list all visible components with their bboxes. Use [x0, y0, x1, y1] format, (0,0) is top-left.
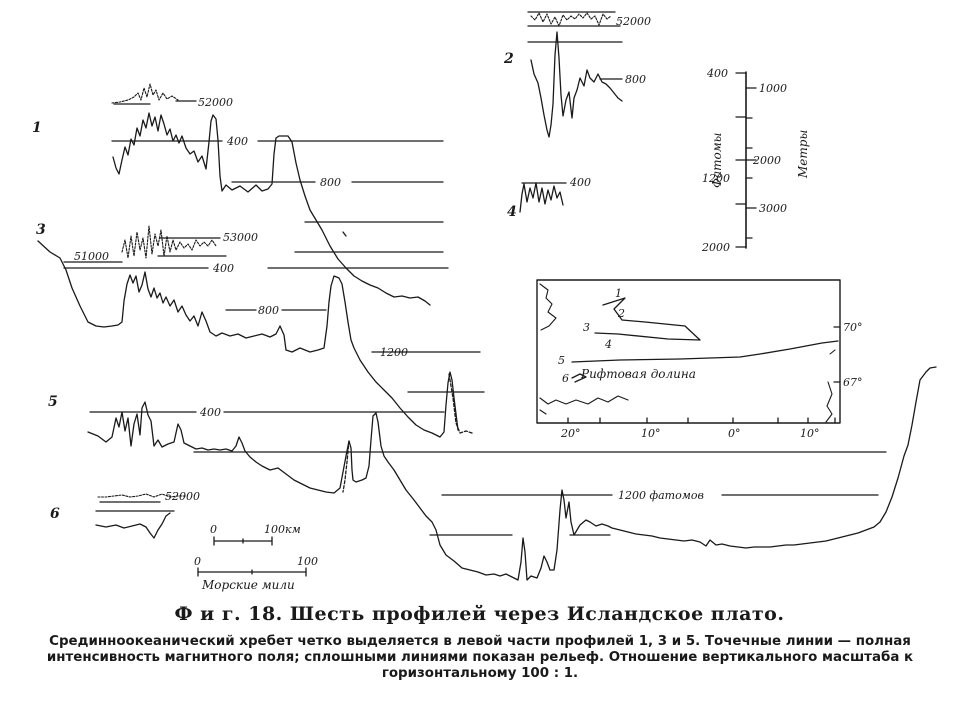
map-label-3: 3 [583, 321, 590, 334]
profile-3-depth-1200: 1200 [380, 346, 408, 359]
profile-6 [95, 493, 187, 539]
profile-5-depth-400: 400 [199, 406, 221, 419]
profile-1 [111, 83, 444, 306]
map-track-6 [571, 373, 587, 383]
map-lon-ticks [567, 417, 836, 424]
profile-1-magnetic-ref [113, 100, 197, 105]
profile-1-relief [112, 112, 431, 306]
profile-3-mag-51000: 51000 [74, 250, 109, 263]
map-frame [536, 279, 841, 424]
fathoms-tick-2000: 2000 [701, 241, 730, 254]
fathoms-tick-1200: 1200 [702, 172, 730, 185]
profile-1-mag-label: 52000 [198, 96, 233, 109]
profile-1-depth-ref-mid [294, 221, 444, 253]
profile-1-depth-800: 800 [320, 176, 341, 189]
km-scale-bar [213, 536, 273, 546]
profile-2 [527, 11, 623, 138]
profile-1-seamount-mark [342, 231, 347, 237]
profile-4 [519, 182, 567, 213]
map-lon-0: 0° [728, 427, 741, 440]
profile-3-number: 3 [36, 222, 46, 238]
profile-2-mag-label: 52000 [616, 15, 651, 28]
profile-2-number: 2 [503, 51, 514, 67]
profile-6-number: 6 [50, 506, 60, 522]
profile-4-number: 4 [507, 204, 517, 220]
map-lat-70: 70° [843, 321, 863, 334]
profile-3-relief-dashed [448, 373, 473, 434]
profile-3-depth-400: 400 [212, 262, 234, 275]
profile-5-number: 5 [48, 394, 58, 410]
figure-six-profiles: 1 52000 400 800 2 52000 800 3 51000 5300… [32, 11, 937, 592]
profile-2-depth-800: 800 [625, 73, 646, 86]
profile-3-relief [37, 240, 459, 438]
map-lon-10w: 10° [641, 427, 661, 440]
map-lat-ticks [833, 326, 841, 383]
nm-tick-0: 0 [194, 555, 201, 568]
profile-5-depth-1200: 1200 фатомов [618, 489, 704, 502]
map-label-6: 6 [562, 372, 569, 385]
profile-3-magnetic-ref [63, 237, 227, 263]
fathoms-tick-400: 400 [706, 67, 728, 80]
figure-caption-text: Срединноокеанический хребет четко выделя… [46, 634, 914, 681]
km-tick-100: 100км [264, 523, 301, 536]
profile-5-relief [87, 366, 937, 581]
profile-6-relief [95, 512, 171, 539]
map-coastline-east [825, 349, 836, 423]
profile-5 [87, 366, 937, 581]
map-rift-label: Рифтовая долина [580, 367, 696, 381]
profile-2-magnetic-line [530, 12, 612, 27]
fathoms-axis-title: Фатомы [710, 133, 724, 188]
inset-map [536, 279, 841, 424]
nm-tick-100: 100 [297, 555, 318, 568]
meters-axis-title: Метры [796, 130, 810, 179]
map-track-1 [594, 297, 701, 341]
map-track-5 [571, 340, 839, 363]
map-lon-20: 20° [560, 427, 581, 440]
meters-tick-1000: 1000 [759, 82, 787, 95]
meters-ticks [745, 87, 757, 239]
profile-2-relief [530, 31, 623, 138]
map-lat-67: 67° [843, 376, 863, 389]
profile-5-relief-dashed [342, 440, 350, 493]
fathoms-ticks [735, 72, 747, 248]
map-coastline-west [539, 283, 629, 415]
vertical-scale [735, 71, 757, 249]
meters-tick-3000: 3000 [759, 202, 787, 215]
km-tick-0: 0 [210, 523, 217, 536]
profile-3-depth-800: 800 [258, 304, 279, 317]
nm-scale-title: Морские мили [201, 578, 295, 592]
profile-6-mag-label: 52000 [165, 490, 200, 503]
profile-1-number: 1 [32, 120, 42, 136]
profile-3-magnetic-line [121, 225, 217, 259]
profile-1-magnetic-line [111, 83, 179, 104]
map-label-1: 1 [615, 287, 622, 300]
figure-labels: 1 52000 400 800 2 52000 800 3 51000 5300… [32, 15, 863, 592]
map-label-4: 4 [604, 338, 612, 351]
map-label-5: 5 [558, 354, 565, 367]
profile-3-mag-53000: 53000 [223, 231, 258, 244]
profile-6-magnetic-line [97, 493, 187, 498]
profile-4-relief [519, 182, 564, 213]
figure-caption-title: Ф и г. 18. Шесть профилей через Исландск… [174, 603, 785, 625]
meters-tick-2000: 2000 [752, 154, 781, 167]
profile-3 [37, 225, 485, 438]
profile-4-depth-400: 400 [569, 176, 591, 189]
nm-scale-bar [197, 567, 307, 577]
map-lon-10e: 10° [800, 427, 820, 440]
horizontal-scale [197, 536, 307, 577]
map-label-2: 2 [617, 307, 625, 320]
profile-1-depth-400: 400 [226, 135, 248, 148]
profile-2-magnetic-ref [527, 11, 621, 27]
